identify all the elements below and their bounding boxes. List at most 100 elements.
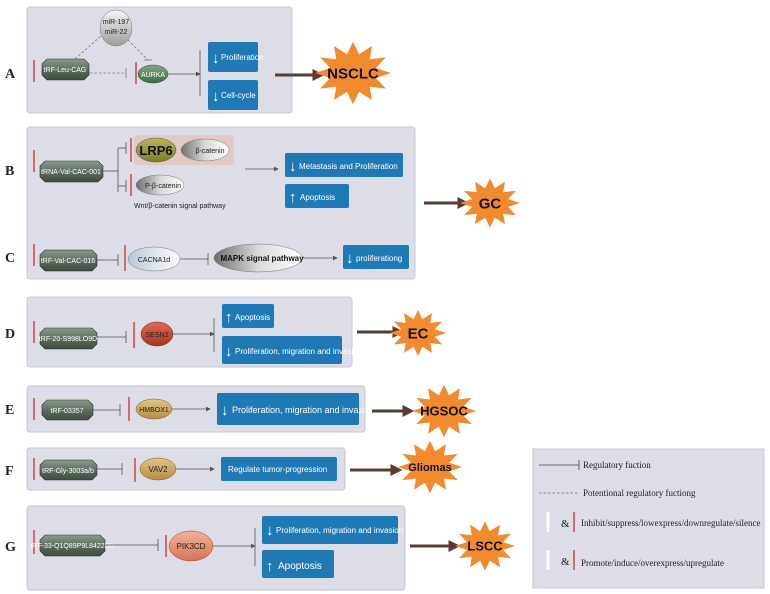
row-b-lrp6-name: LRP6: [139, 143, 172, 158]
row-b-up-arrow: ↑: [289, 189, 297, 206]
row-c-pathway-name: MAPK signal pathway: [220, 254, 304, 263]
row-g: G tRF-33-Q1Q89P9L8422D5 PIK3CD ↓ Prolife…: [5, 505, 461, 591]
row-a-trf-node: tRF-Leu-CAG: [41, 58, 90, 81]
cancer-name: Gliomas: [408, 462, 451, 474]
row-a-dash-1: [74, 34, 103, 60]
row-b-catenin-node: β-catenin: [180, 138, 230, 162]
cancer-name: NSCLC: [327, 65, 379, 82]
row-e-trf-node: tRF-03357: [41, 399, 94, 421]
cancer-star-gc: GC: [460, 178, 520, 228]
star-shape: [412, 384, 476, 438]
star-shape: [460, 178, 520, 228]
row-c-down-arrow: ↓: [346, 250, 354, 267]
row-e-outcome-1: ↓ Proliferation, migration and invasion: [217, 393, 375, 425]
row-d-outcome-1-text: Apoptosis: [235, 313, 270, 322]
row-c-target-name: CACNA1d: [138, 257, 170, 264]
row-g-up-arrow: ↑: [266, 558, 274, 575]
row-b-outcome-1: ↓ Metastasis and Proliferation: [285, 153, 403, 177]
row-a-label: A: [5, 67, 16, 82]
row-e-down-arrow: ↓: [221, 402, 229, 419]
row-g-outcome-1: ↓ Proliferation, migration and invasion: [262, 516, 403, 544]
row-f-outcome-1-text: Regulate tumor-progression: [228, 465, 327, 474]
row-e-trf-name: tRF-03357: [50, 408, 83, 415]
row-b: B tRNA-Val-CAC-001 LRP6 β-catenin P-β-ca…: [5, 126, 416, 280]
row-b-outcome-2-text: Apoptosis: [300, 193, 335, 202]
cancer-name: HGSOC: [420, 404, 468, 419]
row-g-outcome-2-text: Apoptosis: [278, 561, 322, 572]
row-d-label: D: [5, 327, 15, 342]
legend-panel: [532, 448, 765, 589]
row-b-down-arrow: ↓: [289, 158, 297, 175]
star-shape: [315, 41, 391, 105]
row-g-target-node: PIK3CD: [168, 530, 214, 562]
row-d: D tRF-20-S998LO9D SESN2 ↑ Apoptosis ↓ Pr…: [5, 296, 405, 368]
row-e-outcome-1-text: Proliferation, migration and invasion: [232, 405, 375, 415]
cancer-name: EC: [408, 325, 429, 342]
legend-regulatory: Regulatory fuction: [583, 460, 651, 470]
row-f-label: F: [5, 464, 14, 479]
row-c-pathway-node: MAPK signal pathway: [213, 243, 304, 273]
row-d-trf-name: tRF-20-S998LO9D: [39, 336, 97, 343]
row-b-pathway: Wnt/β-catenin signal pathway: [134, 203, 226, 210]
star-shape: [455, 521, 515, 571]
legend: Regulatory fuction Potentional regulator…: [532, 448, 765, 589]
star-shape: [398, 440, 462, 494]
row-g-trf-node: tRF-33-Q1Q89P9L8422D5: [30, 534, 114, 557]
cancer-name: GC: [479, 195, 502, 212]
row-f-trf-node: tRF-Gly-3003a/b: [39, 459, 98, 481]
row-b-outcome-1-text: Metastasis and Proliferation: [299, 162, 398, 171]
row-d-trf-node: tRF-20-S998LO9D: [39, 327, 98, 350]
row-e: E tRF-03357 HMBOX1 ↓ Proliferation, migr…: [5, 385, 415, 433]
row-g-down-arrow: ↓: [266, 522, 274, 539]
cancer-star-f: Gliomas: [398, 440, 462, 494]
row-f-outcome-1: Regulate tumor-progression: [221, 457, 337, 481]
row-a-down-arrow-2: ↓: [212, 88, 220, 105]
row-a-outcome-2-text: Cell-cycle: [221, 91, 256, 100]
legend-promote: Promote/induce/overexpress/upregulate: [581, 558, 724, 568]
row-f: F tRF-Gly-3003a/b VAV2 Regulate tumor-pr…: [5, 447, 403, 491]
row-c-outcome-1: ↓ proliferationg: [343, 245, 409, 269]
row-b-pcatenin-name: P-β-catenin: [145, 183, 181, 190]
cancer-star-d: EC: [390, 310, 446, 356]
row-e-target-name: HMBOX1: [139, 407, 169, 414]
row-a: A tRF-Leu-CAG miR-197 miR-22 AURKA ↓ Pro…: [5, 6, 325, 114]
row-b-trf-node: tRNA-Val-CAC-001: [39, 160, 104, 183]
row-g-outcome-2: ↑ Apoptosis: [262, 550, 334, 578]
row-a-outcome-1: ↓ Proliferation: [208, 42, 264, 72]
row-c-label: C: [5, 251, 15, 266]
star-shape: [390, 310, 446, 356]
row-d-up-arrow: ↑: [225, 309, 233, 326]
row-e-target-node: HMBOX1: [135, 398, 173, 420]
row-b-trf-name: tRNA-Val-CAC-001: [41, 169, 101, 176]
row-f-target-name: VAV2: [148, 465, 168, 474]
row-c: C tRF-Val-CAC-016 CACNA1d MAPK signal pa…: [5, 243, 409, 273]
row-g-trf-name: tRF-33-Q1Q89P9L8422D5: [30, 543, 113, 550]
cancer-name: LSCC: [467, 539, 503, 554]
row-d-target-node: SESN2: [140, 321, 174, 347]
row-d-target-name: SESN2: [146, 332, 169, 339]
cancer-star-e: HGSOC: [412, 384, 476, 438]
cancer-star-a: NSCLC: [315, 41, 391, 105]
row-a-dash-2: [127, 39, 149, 61]
row-c-outcome-1-text: proliferationg: [356, 254, 402, 263]
row-c-trf-name: tRF-Val-CAC-016: [41, 258, 95, 265]
row-a-target-name: AURKA: [141, 72, 165, 79]
legend-amp-2: &: [561, 556, 570, 568]
row-g-outcome-1-text: Proliferation, migration and invasion: [276, 526, 403, 535]
row-d-down-arrow: ↓: [225, 343, 233, 360]
legend-inhibit: Inhibit/suppress/lowexpress/downregulate…: [581, 518, 760, 528]
row-a-mir-2: miR-22: [105, 29, 128, 36]
row-a-trf-name: tRF-Leu-CAG: [44, 67, 87, 74]
row-c-trf-node: tRF-Val-CAC-016: [39, 249, 98, 272]
row-g-label: G: [5, 540, 16, 555]
row-a-outcome-2: ↓ Cell-cycle: [208, 80, 258, 110]
row-b-outcome-2: ↑ Apoptosis: [285, 184, 349, 208]
row-f-trf-name: tRF-Gly-3003a/b: [42, 468, 94, 475]
row-a-target-node: AURKA: [137, 64, 169, 84]
row-b-catenin-name: β-catenin: [196, 148, 225, 155]
row-b-label: B: [5, 164, 14, 179]
row-g-target-name: PIK3CD: [177, 542, 206, 551]
row-b-pcatenin-node: P-β-catenin: [135, 174, 185, 196]
